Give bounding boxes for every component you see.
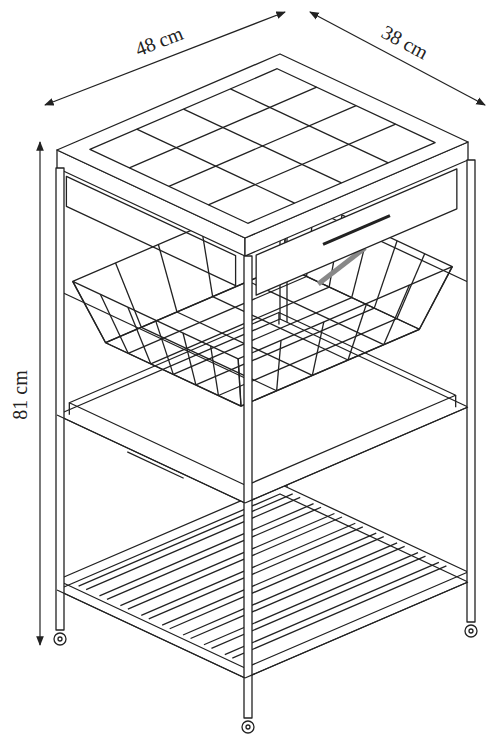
trolley-part <box>208 124 395 205</box>
trolley-part <box>397 254 425 319</box>
trolley-part <box>184 109 342 183</box>
trolley-part <box>196 308 374 385</box>
trolley-part <box>245 407 468 503</box>
trolley-part <box>57 290 245 378</box>
trolley-part <box>127 452 183 478</box>
trolley-part <box>100 294 128 353</box>
trolley-part <box>120 513 334 605</box>
dimension-label: 81 cm <box>9 367 31 422</box>
trolley-part <box>248 281 383 344</box>
trolley-part <box>106 343 241 406</box>
trolley-part <box>419 267 452 330</box>
trolley-part <box>57 484 468 668</box>
trolley-part <box>151 287 329 364</box>
trolley-part <box>57 590 245 678</box>
trolley-part <box>69 313 455 486</box>
trolley-part <box>419 267 452 330</box>
trolley-part <box>241 329 419 406</box>
trolley-part <box>69 403 70 415</box>
dimension-label: 48 cm <box>129 21 189 62</box>
trolley-part <box>116 263 142 327</box>
trolley-part <box>374 241 397 308</box>
wheel-hub <box>58 637 62 641</box>
wheel <box>465 625 477 637</box>
trolley-part <box>312 322 323 375</box>
trolley-part <box>79 494 293 586</box>
trolley-part <box>213 297 348 360</box>
trolley-part <box>211 346 219 396</box>
trolley-part <box>57 319 468 503</box>
trolley-part <box>155 320 173 374</box>
leg <box>467 160 475 622</box>
trolley-part <box>170 537 384 629</box>
trolley-part <box>162 533 376 625</box>
trolley-part <box>278 313 279 325</box>
trolley-part <box>238 359 241 406</box>
wheel-hub <box>246 725 250 729</box>
trolley-part <box>232 566 446 658</box>
trolley-part <box>191 546 405 638</box>
trolley-part <box>183 543 397 635</box>
trolley-part <box>57 415 245 503</box>
trolley-part <box>66 176 235 285</box>
wheel <box>242 721 254 733</box>
trolley-part <box>284 266 419 329</box>
trolley-part <box>99 504 313 596</box>
leg <box>56 168 64 630</box>
wheel-hub <box>469 629 473 633</box>
trolley-part <box>256 169 457 295</box>
trolley-part <box>173 298 351 375</box>
trolley-part <box>73 281 106 342</box>
wheel <box>54 633 66 645</box>
leg <box>244 256 252 718</box>
trolley-part <box>141 327 276 390</box>
trolley-part <box>455 395 456 407</box>
trolley-part <box>238 359 241 406</box>
trolley-part <box>245 582 468 678</box>
trolley-part <box>158 244 177 312</box>
dimension-label: 38 cm <box>375 19 434 64</box>
trolley-part <box>107 507 321 599</box>
trolley-part <box>323 216 390 245</box>
trolley-part <box>277 340 281 390</box>
trolley-part <box>86 497 300 589</box>
trolley-part <box>57 494 468 678</box>
trolley-part <box>73 281 106 342</box>
trolley-part <box>128 276 306 353</box>
trolley-part <box>204 553 418 645</box>
trolley-part <box>183 333 196 385</box>
trolley-part <box>230 89 388 163</box>
trolley-part <box>169 106 356 187</box>
dimension-line <box>39 142 40 645</box>
trolley-part <box>149 527 363 619</box>
trolley-part <box>128 517 342 609</box>
